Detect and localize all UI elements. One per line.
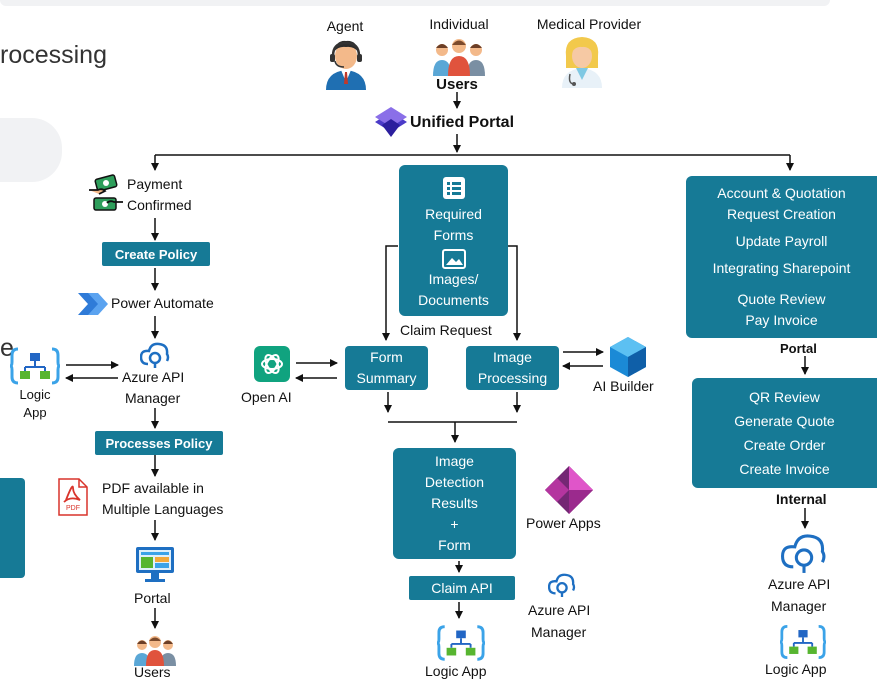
- detection-label1: Image: [435, 453, 474, 469]
- left-rounded-panel: [0, 118, 62, 182]
- detection-label5: Form: [438, 537, 471, 553]
- agent-label: Agent: [326, 18, 364, 34]
- logic-app-right-icon: [779, 624, 827, 665]
- pdf-label2: Multiple Languages: [102, 501, 224, 517]
- ai-builder-icon: [608, 336, 648, 383]
- users-bottom-label: Users: [134, 664, 171, 680]
- azure-api-center-icon: [547, 573, 576, 602]
- claim-documents-box: Required Forms Images/ Documents: [399, 165, 508, 316]
- pdf-icon: [58, 478, 88, 521]
- portal-right-label: Portal: [780, 341, 817, 356]
- create-policy-box: Create Policy: [102, 242, 210, 266]
- payment-label: Payment: [127, 176, 183, 192]
- detection-label3: Results: [431, 495, 478, 511]
- individual-label: Individual: [429, 16, 489, 32]
- logic-app-center-icon: [436, 624, 486, 667]
- image-icon: [441, 249, 466, 269]
- image-processing-label2: Processing: [477, 370, 548, 386]
- power-automate-icon: [78, 293, 108, 320]
- agent-icon: [324, 38, 368, 95]
- claim-request-label: Claim Request: [400, 322, 492, 338]
- form-summary-box: Form Summary: [345, 346, 428, 390]
- portal-fn-4: Integrating Sharepoint: [712, 260, 851, 276]
- azure-api-center-label1: Azure API: [528, 602, 591, 618]
- required-label: Required: [425, 206, 482, 222]
- images-label: Images/: [428, 271, 479, 287]
- portal-functions-box: Account & Quotation Request Creation Upd…: [686, 176, 877, 338]
- azure-api-left-icon: [139, 342, 170, 373]
- logic-app-right-label: Logic App: [765, 661, 827, 677]
- internal-fn-1: QR Review: [749, 388, 820, 405]
- confirmed-label: Confirmed: [127, 197, 192, 213]
- users-bottom-icon: [133, 634, 177, 671]
- power-apps-icon: [545, 466, 593, 519]
- documents-label: Documents: [418, 292, 489, 308]
- processes-policy-box: Processes Policy: [95, 431, 223, 455]
- azure-api-right-icon: [780, 533, 827, 578]
- image-processing-box: Image Processing: [466, 346, 559, 390]
- forms-label: Forms: [433, 227, 474, 243]
- logic-app-center-label: Logic App: [425, 663, 487, 679]
- logic-app-left-label2: App: [23, 405, 47, 420]
- top-banner-panel: [0, 0, 830, 6]
- left-teal-panel: [0, 478, 25, 578]
- internal-functions-box: QR Review Generate Quote Create Order Cr…: [692, 378, 877, 488]
- ai-builder-label: AI Builder: [593, 378, 654, 394]
- portal-fn-2: Request Creation: [727, 206, 836, 222]
- left-cropped-text: e: [0, 334, 14, 362]
- portal-fn-1: Account & Quotation: [717, 185, 846, 201]
- power-pages-icon: [374, 107, 408, 142]
- azure-api-left-label1: Azure API: [122, 369, 185, 385]
- list-icon: [442, 177, 465, 199]
- azure-api-center-label2: Manager: [531, 624, 587, 640]
- pdf-label1: PDF available in: [102, 480, 204, 496]
- internal-fn-4: Create Invoice: [739, 460, 830, 477]
- internal-label: Internal: [776, 491, 827, 507]
- openai-label: Open AI: [241, 389, 292, 405]
- individual-users-icon: [432, 36, 486, 81]
- portal-fn-3: Update Payroll: [735, 233, 828, 249]
- logic-app-left-label1: Logic: [19, 387, 51, 402]
- portal-monitor-icon: [135, 546, 175, 589]
- portal-fn-6: Pay Invoice: [745, 312, 818, 328]
- image-processing-label1: Image: [493, 349, 532, 365]
- medical-provider-icon: [560, 34, 604, 93]
- form-summary-label1: Form: [370, 349, 403, 365]
- users-top-label: Users: [436, 76, 478, 93]
- power-apps-label: Power Apps: [526, 515, 601, 531]
- portal-fn-5: Quote Review: [737, 291, 826, 307]
- internal-fn-3: Create Order: [743, 436, 826, 453]
- unified-portal-label: Unified Portal: [410, 114, 515, 131]
- logic-app-left-icon: [9, 347, 61, 390]
- detection-results-box: Image Detection Results + Form: [393, 448, 516, 559]
- azure-api-right-label1: Azure API: [768, 576, 831, 592]
- payment-hand-icon: [86, 174, 126, 219]
- page-title: rocessing: [0, 41, 107, 69]
- medical-provider-label: Medical Provider: [536, 16, 642, 32]
- internal-fn-2: Generate Quote: [734, 412, 835, 429]
- detection-label4: +: [450, 516, 459, 532]
- azure-api-left-label2: Manager: [125, 390, 181, 406]
- portal-left-label: Portal: [134, 590, 171, 606]
- openai-icon: [254, 346, 290, 387]
- azure-api-right-label2: Manager: [771, 598, 827, 614]
- pdf-badge: PDF: [66, 505, 80, 512]
- power-automate-label: Power Automate: [111, 295, 214, 311]
- detection-label2: Detection: [424, 474, 485, 490]
- claim-api-box: Claim API: [409, 576, 515, 600]
- form-summary-label2: Summary: [356, 370, 417, 386]
